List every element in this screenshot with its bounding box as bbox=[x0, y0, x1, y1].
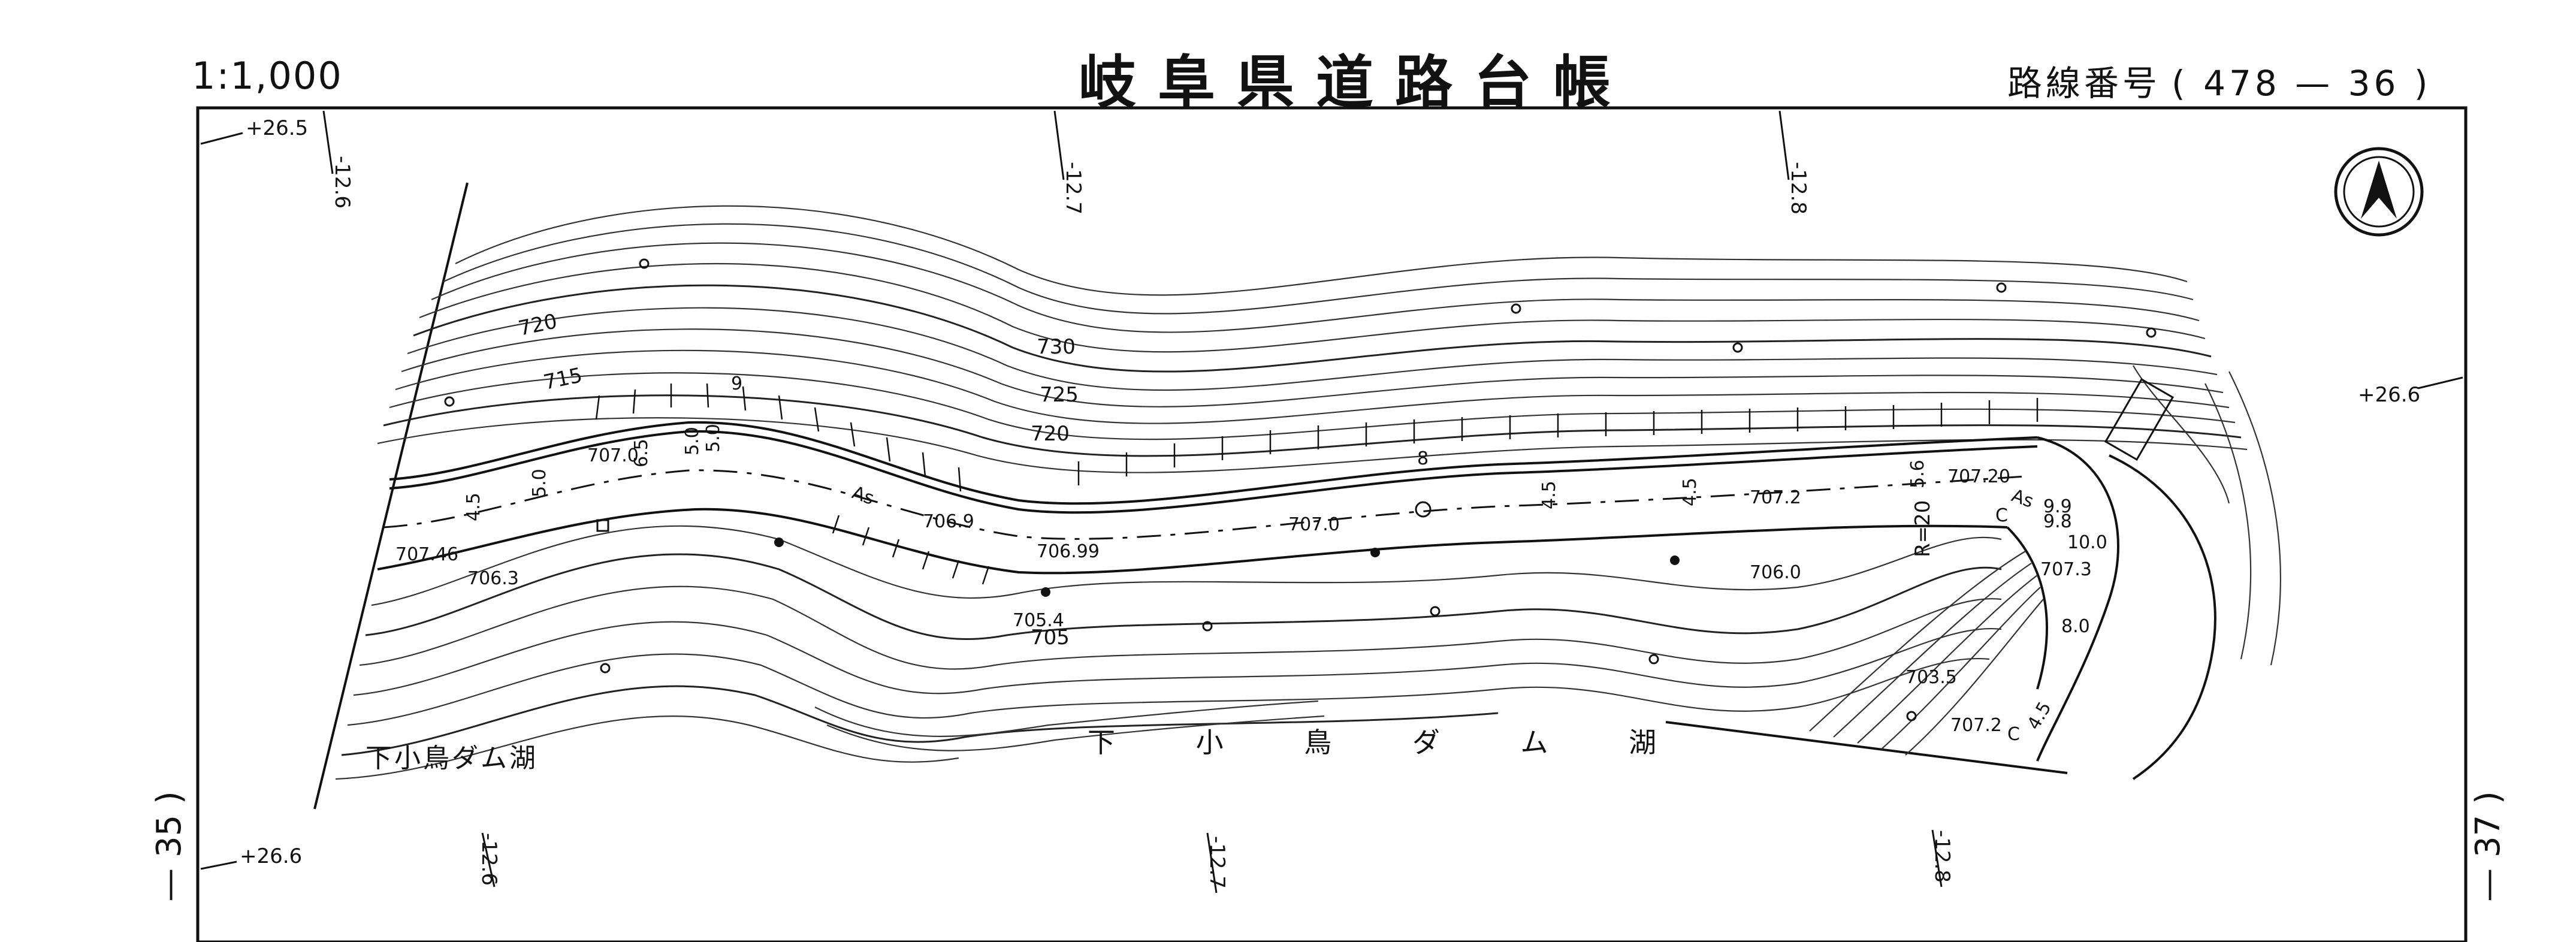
embankment-hatch bbox=[595, 383, 2039, 585]
lower-contours bbox=[335, 525, 2002, 780]
contour-label-720b: 720 bbox=[1031, 422, 1070, 446]
road bbox=[377, 421, 2216, 780]
boundary-line bbox=[313, 182, 469, 810]
map-frame bbox=[196, 106, 2468, 942]
lake-name-center: 下 小 鳥 ダ ム 湖 bbox=[1088, 726, 1692, 759]
elevation-label: 10.0 bbox=[2067, 532, 2107, 553]
road-width-label: 5.6 bbox=[1907, 460, 1928, 488]
elevation-label: 706.9 bbox=[923, 511, 974, 532]
north-arrow-icon bbox=[2334, 147, 2424, 237]
misc-label: 8 bbox=[1417, 448, 1429, 469]
route-value: ( 478 — 36 ) bbox=[2172, 63, 2432, 104]
road-width-label: 4.5 bbox=[1539, 481, 1560, 509]
elevation-label: 707.2 bbox=[1750, 487, 1801, 508]
elevation-label: 707.0 bbox=[587, 445, 639, 466]
grid-ticks-top bbox=[200, 110, 2463, 893]
upper-contours bbox=[377, 205, 2248, 473]
route-number: 路線番号 ( 478 — 36 ) bbox=[2007, 55, 2432, 105]
elevation-label: 706.99 bbox=[1037, 541, 1100, 562]
elevation-label: 703.5 bbox=[1905, 667, 1957, 688]
elevation-label: 9.9 bbox=[2043, 496, 2072, 517]
elevation-label: 707.20 bbox=[1947, 466, 2010, 487]
surface-label: As bbox=[2009, 485, 2036, 512]
misc-label: C bbox=[2007, 724, 2020, 745]
grid-offset-right: +26.6 bbox=[2358, 383, 2420, 407]
road-width-label: 5.0 bbox=[703, 424, 724, 452]
misc-label: 9 bbox=[731, 373, 742, 394]
road-width-label: 4.5 bbox=[1680, 478, 1701, 506]
contour-label-725: 725 bbox=[1040, 383, 1079, 407]
grid-offset-bottom-left: +26.6 bbox=[240, 844, 302, 868]
elevation-label: 707.3 bbox=[2040, 559, 2092, 580]
grid-offset-top-left: +26.5 bbox=[246, 116, 308, 140]
lake-name-left: 下小鳥ダム湖 bbox=[366, 743, 538, 774]
elevation-label: 706.0 bbox=[1750, 562, 1801, 583]
map-symbols bbox=[444, 258, 2175, 721]
road-width-label: 5.0 bbox=[682, 427, 703, 455]
grid-tick-top-1: -12.6 bbox=[330, 156, 354, 209]
road-width-label: 5.0 bbox=[529, 469, 550, 497]
contour-label-730: 730 bbox=[1037, 335, 1076, 359]
contour-label-715: 715 bbox=[542, 363, 585, 395]
grid-tick-bottom-1: -12.6 bbox=[477, 833, 501, 886]
curve-slope-lines bbox=[1809, 365, 2281, 756]
shoreline bbox=[1665, 721, 2068, 774]
map-title: 岐阜県道路台帳 bbox=[1079, 49, 1632, 116]
road-width-label: 6.5 bbox=[631, 439, 652, 467]
elevation-label: 707.46 bbox=[395, 544, 458, 565]
road-width-label: 4.5 bbox=[463, 493, 484, 521]
curve-radius-label: R=20 bbox=[1911, 500, 1935, 557]
grid-tick-top-2: -12.7 bbox=[1061, 162, 1085, 215]
contour-label-705: 705 bbox=[1031, 626, 1070, 650]
route-label: 路線番号 bbox=[2007, 63, 2161, 104]
elevation-label: 707.2 bbox=[1950, 715, 2002, 736]
grid-tick-top-3: -12.8 bbox=[1786, 162, 1810, 215]
elevation-label: 705.4 bbox=[1013, 610, 1064, 631]
elevation-label: 9.8 bbox=[2043, 511, 2072, 532]
road-width-label: 4.5 bbox=[2024, 698, 2056, 733]
map-scale: 1:1,000 bbox=[192, 54, 343, 98]
elevation-label: 8.0 bbox=[2061, 616, 2090, 637]
grid-tick-bottom-3: -12.8 bbox=[1930, 830, 1954, 883]
surface-label: As bbox=[849, 482, 877, 509]
grid-tick-bottom-2: -12.7 bbox=[1205, 836, 1229, 889]
contour-label-720: 720 bbox=[517, 309, 560, 341]
misc-label: C bbox=[1995, 505, 2008, 526]
elevation-label: 706.3 bbox=[467, 568, 519, 589]
elevation-label: 707.0 bbox=[1288, 514, 1340, 535]
